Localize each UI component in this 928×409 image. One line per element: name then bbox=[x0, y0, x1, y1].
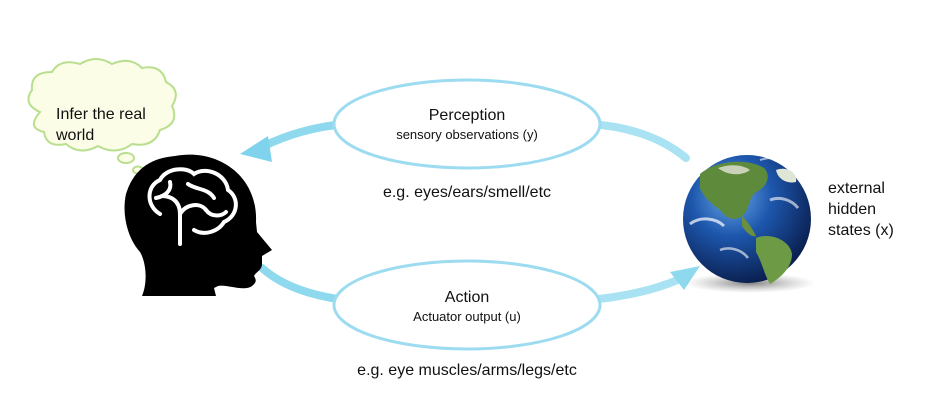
world-label: external hidden states (x) bbox=[828, 178, 894, 241]
perception-subtitle: sensory observations (y) bbox=[396, 127, 538, 142]
action-label: Action Actuator output (u) bbox=[367, 288, 567, 326]
perception-label: Perception sensory observations (y) bbox=[367, 106, 567, 144]
world-line-3: states (x) bbox=[828, 222, 894, 239]
action-subtitle: Actuator output (u) bbox=[413, 309, 521, 324]
head-brain-icon bbox=[124, 154, 272, 296]
action-title: Action bbox=[444, 289, 490, 306]
world-line-2: hidden bbox=[828, 201, 877, 218]
earth-globe-icon bbox=[683, 155, 816, 293]
perception-example: e.g. eyes/ears/smell/etc bbox=[382, 184, 552, 201]
thought-line-1: Infer the real bbox=[56, 106, 146, 123]
world-line-1: external bbox=[828, 180, 885, 197]
action-example: e.g. eye muscles/arms/legs/etc bbox=[357, 362, 577, 379]
thought-line-2: world bbox=[56, 127, 95, 144]
perception-title: Perception bbox=[428, 107, 506, 124]
action-ellipse bbox=[332, 259, 602, 351]
thought-bubble-text: Infer the real world bbox=[56, 104, 146, 146]
thought-bubble-icon bbox=[27, 58, 177, 175]
perception-ellipse bbox=[332, 78, 602, 170]
